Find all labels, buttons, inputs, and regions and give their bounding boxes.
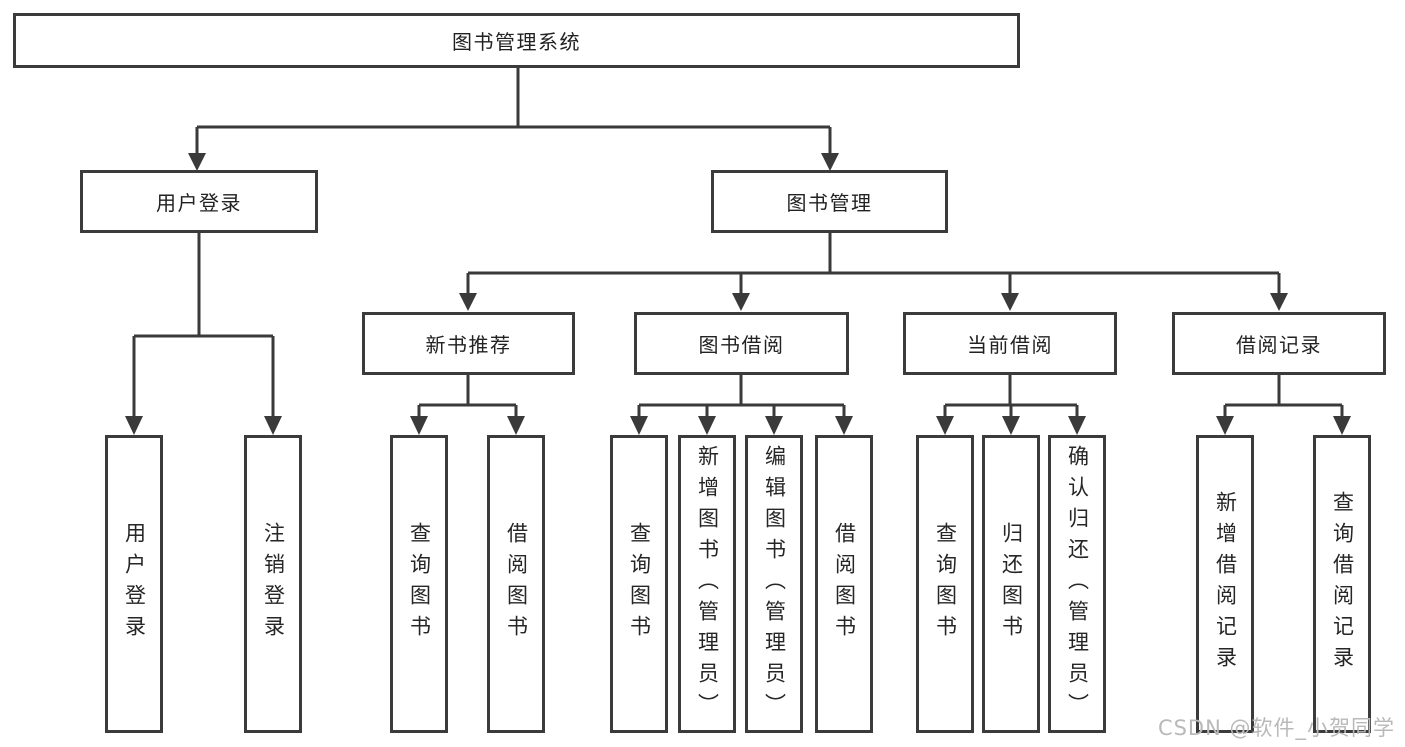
leaf-br-query-record-label: 查询借阅记录 [1330, 491, 1355, 677]
leaf-br-add-record: 新增借阅记录 [1196, 435, 1254, 733]
node-book-borrowing: 图书借阅 [634, 312, 849, 375]
node-current-borrowing-label: 当前借阅 [967, 333, 1053, 357]
leaf-user-login-label: 用户登录 [122, 522, 147, 646]
leaf-bb-query-books-label: 查询图书 [627, 522, 652, 646]
leaf-nbr-query-books-label: 查询图书 [407, 522, 432, 646]
leaf-cb-confirm-return-admin: 确认归还（管理员） [1048, 435, 1106, 733]
node-book-management: 图书管理 [711, 170, 948, 233]
leaf-cb-query-books-label: 查询图书 [933, 522, 958, 646]
leaf-cb-query-books: 查询图书 [916, 435, 974, 733]
leaf-cb-return-books: 归还图书 [982, 435, 1040, 733]
leaf-logout-label: 注销登录 [261, 522, 286, 646]
node-root: 图书管理系统 [13, 13, 1020, 68]
leaf-bb-query-books: 查询图书 [610, 435, 668, 733]
node-book-borrowing-label: 图书借阅 [698, 333, 785, 357]
leaf-nbr-query-books: 查询图书 [390, 435, 448, 733]
leaf-nbr-borrow-books-label: 借阅图书 [504, 522, 529, 646]
leaf-user-login: 用户登录 [105, 435, 163, 733]
node-new-book-recommend-label: 新书推荐 [425, 333, 512, 357]
node-user-login: 用户登录 [80, 170, 318, 233]
leaf-br-add-record-label: 新增借阅记录 [1213, 491, 1238, 677]
leaf-bb-add-books-admin: 新增图书（管理员） [678, 435, 736, 733]
watermark: CSDN @软件_小贺同学 [1157, 716, 1395, 740]
connector-strokes [132, 68, 1344, 418]
leaf-br-query-record: 查询借阅记录 [1313, 435, 1371, 733]
node-user-login-label: 用户登录 [156, 191, 242, 215]
leaf-bb-borrow-books-label: 借阅图书 [832, 522, 857, 646]
leaf-bb-edit-books-admin: 编辑图书（管理员） [745, 435, 803, 733]
node-current-borrowing: 当前借阅 [903, 312, 1117, 375]
arrowheads [125, 153, 1351, 435]
node-borrowing-records: 借阅记录 [1172, 312, 1386, 375]
leaf-bb-edit-books-admin-label: 编辑图书（管理员） [762, 444, 787, 724]
leaf-cb-return-books-label: 归还图书 [999, 522, 1024, 646]
node-book-management-label: 图书管理 [786, 191, 873, 215]
node-borrowing-records-label: 借阅记录 [1236, 333, 1322, 357]
leaf-cb-confirm-return-admin-label: 确认归还（管理员） [1065, 444, 1090, 724]
leaf-logout: 注销登录 [244, 435, 302, 733]
node-root-label: 图书管理系统 [452, 30, 581, 54]
leaf-nbr-borrow-books: 借阅图书 [487, 435, 545, 733]
leaf-bb-add-books-admin-label: 新增图书（管理员） [695, 444, 720, 724]
leaf-bb-borrow-books: 借阅图书 [815, 435, 873, 733]
node-new-book-recommend: 新书推荐 [362, 312, 575, 375]
